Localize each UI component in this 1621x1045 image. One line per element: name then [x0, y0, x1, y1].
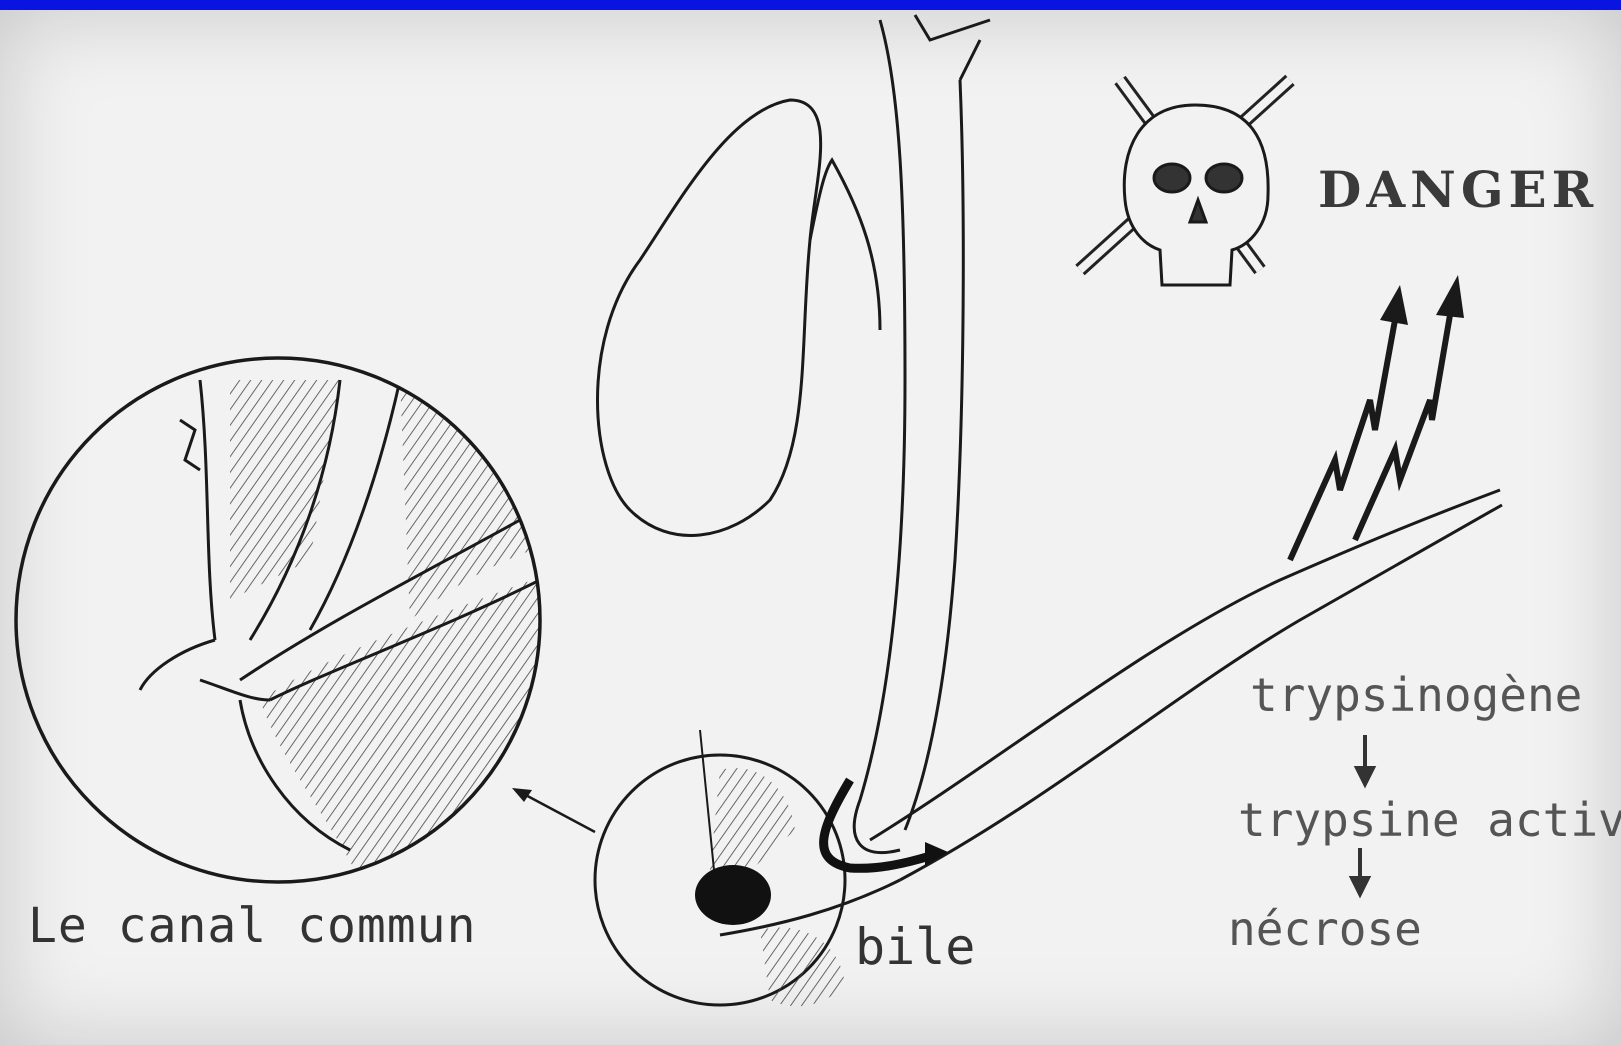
gallbladder — [598, 100, 821, 535]
label-bile: bile — [855, 918, 975, 976]
skull-and-crossbones-icon — [1080, 80, 1290, 285]
magnified-common-channel — [16, 358, 560, 882]
lightning-arrow-icon — [1290, 275, 1464, 560]
label-trypsinogene: trypsinogène — [1250, 668, 1582, 722]
cystic-duct — [810, 160, 880, 330]
common-bile-duct — [854, 15, 990, 853]
label-trypsine-active: trypsine active — [1238, 793, 1621, 847]
label-canal-commun: Le canal commun — [28, 898, 476, 954]
magnify-arrow — [512, 788, 595, 832]
label-necrose: nécrose — [1228, 902, 1422, 956]
label-danger: DANGER — [1318, 160, 1598, 219]
